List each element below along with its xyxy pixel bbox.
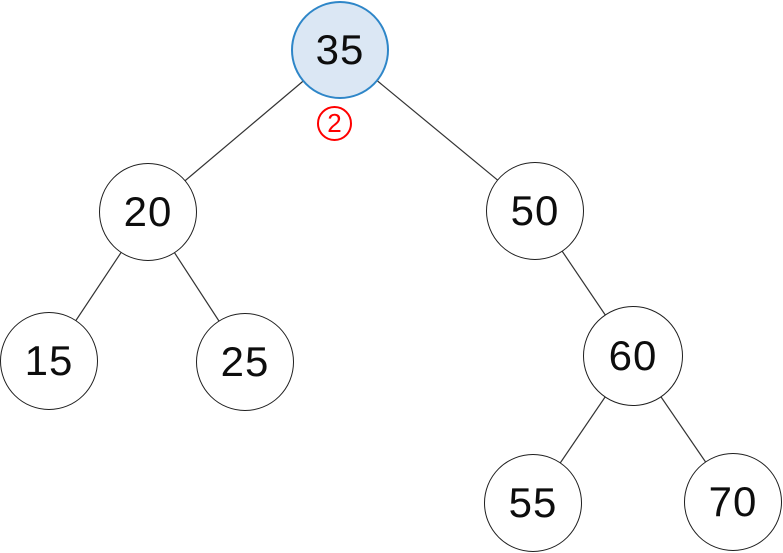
tree-node-70: 70	[684, 453, 782, 551]
step-badge-label: 2	[327, 108, 342, 138]
tree-node-50: 50	[486, 162, 584, 260]
tree-node-60: 60	[583, 306, 683, 406]
tree-node-root-35: 35	[291, 1, 389, 99]
tree-node-25: 25	[196, 313, 294, 411]
step-badge-circled-2: 2	[317, 106, 352, 141]
tree-node-20: 20	[99, 163, 197, 261]
tree-node-55: 55	[484, 454, 582, 552]
tree-node-15: 15	[0, 312, 98, 410]
